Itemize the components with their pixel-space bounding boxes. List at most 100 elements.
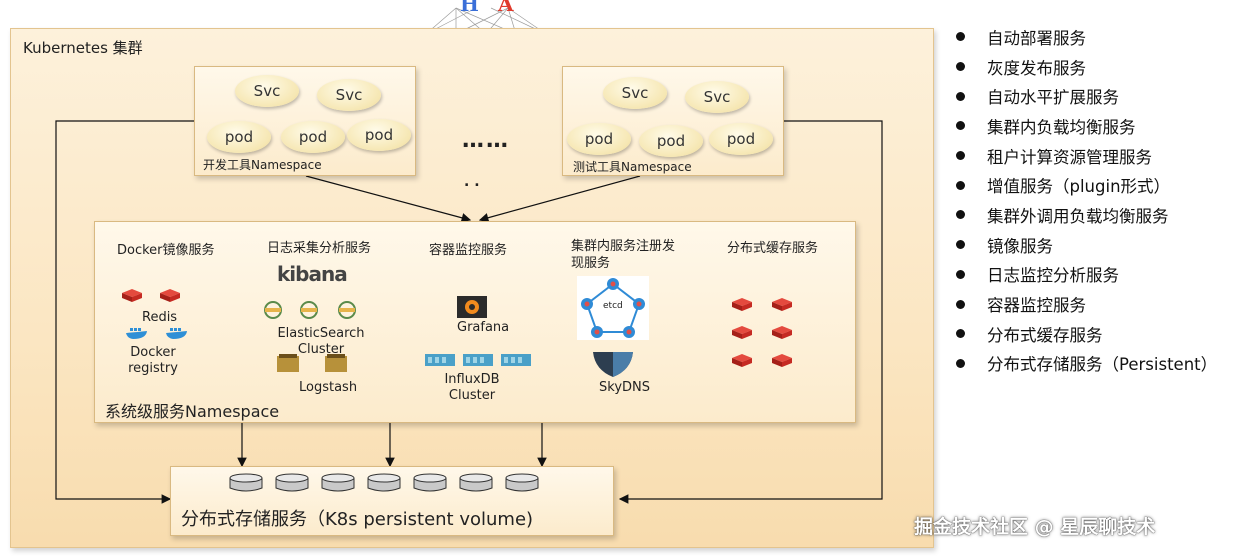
elasticsearch-icons (264, 301, 356, 319)
pod-ellipse: pod (567, 123, 631, 155)
service-list-label: 灰度发布服务 (987, 58, 1086, 78)
redis-icon (732, 354, 752, 367)
service-list-label: 自动部署服务 (987, 28, 1086, 48)
docker-whale-icon (166, 328, 187, 339)
svc-label: Svc (253, 82, 281, 100)
service-list-label: 日志监控分析服务 (987, 266, 1119, 286)
service-list-item: 灰度发布服务 (952, 52, 1217, 82)
service-list-label: 租户计算资源管理服务 (987, 147, 1152, 167)
skydns-label: SkyDNS (599, 380, 650, 395)
disk-icon (275, 473, 309, 492)
redis-label: Redis (142, 310, 178, 325)
influxdb-label: InfluxDB Cluster (444, 372, 500, 403)
svc-ellipse: Svc (603, 77, 667, 109)
service-list-label: 分布式存储服务（Persistent） (987, 355, 1218, 375)
bullet-icon (956, 210, 965, 220)
docker-registry-label: Docker registry (128, 345, 178, 376)
pod-ellipse: pod (639, 125, 703, 157)
service-list-item: 租户计算资源管理服务 (952, 141, 1217, 171)
logstash-label: Logstash (299, 380, 358, 395)
service-list-label: 增值服务（plugin形式） (987, 177, 1171, 197)
bullet-icon (956, 62, 965, 72)
service-list-item: 增值服务（plugin形式） (952, 170, 1217, 200)
dev-namespace-box: Svc Svc pod pod pod 开发工具Namespace (194, 66, 416, 176)
pod-label: pod (726, 130, 756, 148)
service-list-item: 集群外调用负载均衡服务 (952, 200, 1217, 230)
disk-icon (505, 473, 539, 492)
logstash-icon (277, 354, 347, 372)
svc-ellipse: Svc (685, 81, 749, 113)
service-list-label: 集群内负载均衡服务 (987, 117, 1136, 137)
service-list-label: 集群外调用负载均衡服务 (987, 206, 1169, 226)
discovery-service-title: 集群内服务注册发 现服务 (571, 239, 676, 271)
more-namespaces-ellipsis: …… (462, 128, 510, 153)
service-list-item: 日志监控分析服务 (952, 260, 1217, 290)
redis-icon (160, 289, 180, 302)
bullet-icon (956, 329, 965, 339)
haproxy-letter-a: A (498, 0, 514, 16)
bullet-icon (956, 240, 965, 250)
bullet-icon (956, 121, 965, 131)
service-list: 自动部署服务灰度发布服务自动水平扩展服务集群内负载均衡服务租户计算资源管理服务增… (952, 22, 1217, 378)
disk-icon (459, 473, 493, 492)
haproxy-letter-h: H (460, 0, 479, 16)
service-list-item: 分布式存储服务（Persistent） (952, 349, 1217, 379)
service-list-label: 容器监控服务 (987, 296, 1086, 316)
disk-icon (229, 473, 263, 492)
service-list-item: 分布式缓存服务 (952, 319, 1217, 349)
grafana-icon (457, 296, 487, 318)
disk-icon (321, 473, 355, 492)
svc-label: Svc (703, 88, 731, 106)
pod-ellipse: pod (207, 121, 271, 153)
service-list-item: 容器监控服务 (952, 289, 1217, 319)
bullet-icon (956, 269, 965, 279)
skydns-icon (593, 352, 633, 377)
system-namespace-box: Docker镜像服务 Redis Docker registry 日志采集分析服… (94, 221, 856, 423)
svc-label: Svc (335, 86, 363, 104)
pod-label: pod (656, 132, 686, 150)
test-namespace-box: Svc Svc pod pod pod 测试工具Namespace (562, 66, 784, 176)
elasticsearch-label: ElasticSearch Cluster (277, 326, 365, 357)
svc-ellipse: Svc (317, 79, 381, 111)
bullet-icon (956, 358, 965, 368)
redis-icon (772, 354, 792, 367)
test-namespace-label: 测试工具Namespace (573, 160, 692, 174)
storage-box: 分布式存储服务（K8s persistent volume) (170, 466, 614, 536)
pod-label: pod (584, 130, 614, 148)
redis-icon (772, 298, 792, 311)
pod-ellipse: pod (347, 119, 411, 151)
service-list-item: 自动部署服务 (952, 22, 1217, 52)
disk-icon (367, 473, 401, 492)
monitor-service-title: 容器监控服务 (429, 243, 508, 258)
service-list-item: 镜像服务 (952, 230, 1217, 260)
bullet-icon (956, 32, 965, 42)
cache-service-title: 分布式缓存服务 (727, 241, 819, 256)
dev-namespace-label: 开发工具Namespace (203, 158, 322, 172)
cluster-title: Kubernetes 集群 (23, 39, 143, 57)
disk-icon (413, 473, 447, 492)
pod-ellipse: pod (281, 121, 345, 153)
service-list-item: 集群内负载均衡服务 (952, 111, 1217, 141)
storage-disks (229, 473, 559, 497)
storage-label: 分布式存储服务（K8s persistent volume) (181, 509, 534, 530)
service-list-label: 自动水平扩展服务 (987, 88, 1119, 108)
docker-service-title: Docker镜像服务 (117, 243, 215, 258)
service-list-item: 自动水平扩展服务 (952, 81, 1217, 111)
more-namespaces-dots: . . (464, 174, 480, 190)
svc-ellipse: Svc (235, 75, 299, 107)
service-list-label: 镜像服务 (987, 236, 1053, 256)
influxdb-icons (425, 354, 531, 366)
etcd-label: etcd (603, 301, 623, 311)
bullet-icon (956, 299, 965, 309)
svc-label: Svc (621, 84, 649, 102)
pod-ellipse: pod (709, 123, 773, 155)
grafana-label: Grafana (457, 320, 510, 335)
watermark: 掘金技术社区 @ 星辰聊技术 (914, 516, 1156, 538)
log-service-title: 日志采集分析服务 (267, 241, 372, 256)
redis-icon (772, 326, 792, 339)
pod-label: pod (364, 126, 394, 144)
pod-label: pod (298, 128, 328, 146)
system-namespace-label: 系统级服务Namespace (105, 402, 280, 421)
redis-icon (732, 326, 752, 339)
service-list-label: 分布式缓存服务 (987, 325, 1103, 345)
